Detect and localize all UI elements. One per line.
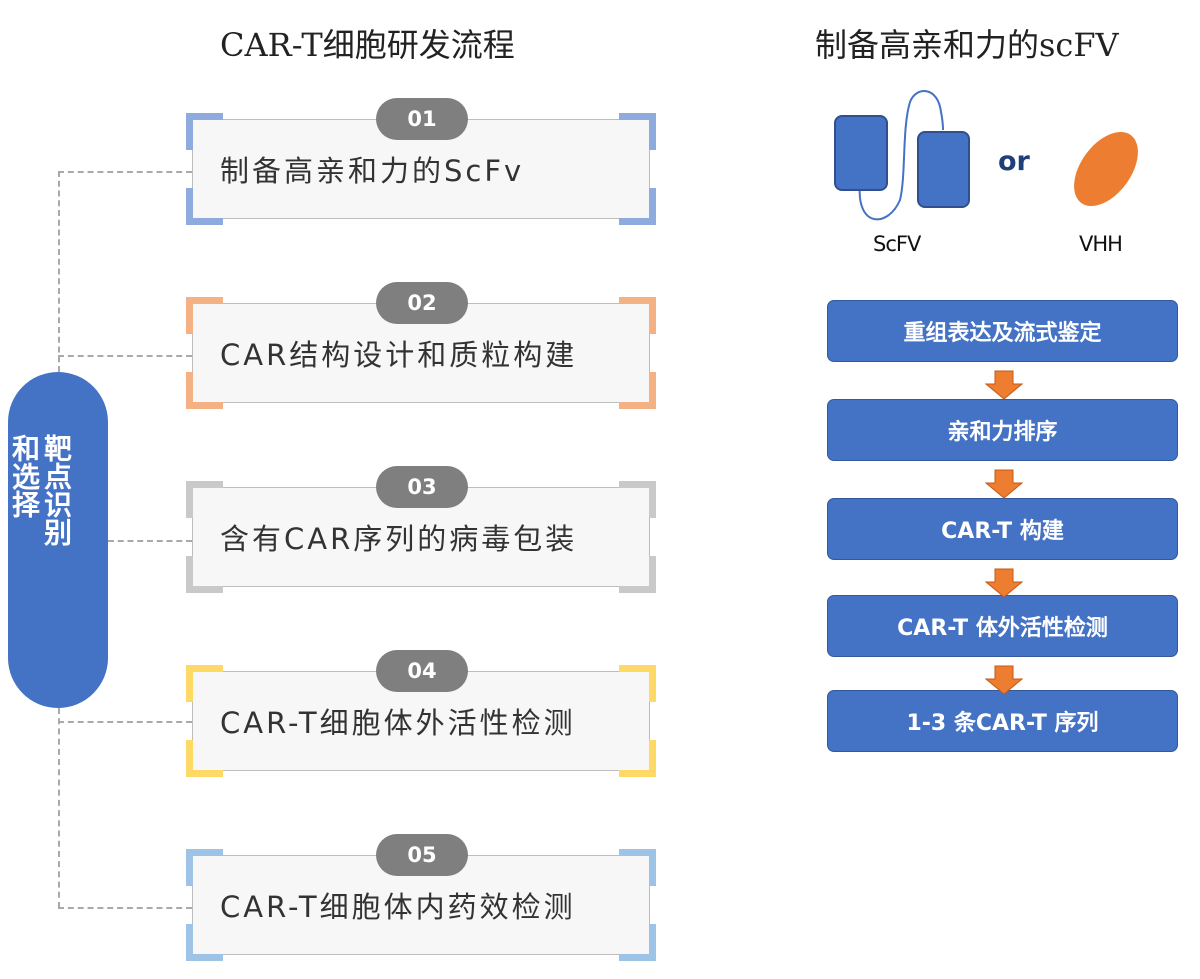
step-corner-bracket-bl xyxy=(186,924,223,961)
step-number-badge: 02 xyxy=(376,282,468,324)
down-arrow-icon xyxy=(985,469,1023,499)
step-label: CAR结构设计和质粒构建 xyxy=(220,338,578,372)
down-arrow-icon xyxy=(985,568,1023,598)
step-number-badge: 03 xyxy=(376,466,468,508)
down-arrow-icon xyxy=(985,665,1023,695)
workflow-step-5: 1-3 条CAR-T 序列 xyxy=(827,690,1178,752)
step-number-badge: 01 xyxy=(376,98,468,140)
step-label: 制备高亲和力的ScFv xyxy=(220,154,525,188)
workflow-step-1: 重组表达及流式鉴定 xyxy=(827,300,1178,362)
connector-step-03 xyxy=(108,540,192,542)
step-corner-bracket-tr xyxy=(619,481,656,518)
target-identification-pill xyxy=(8,372,108,708)
workflow-step-2: 亲和力排序 xyxy=(827,399,1178,461)
right-panel-title: 制备高亲和力的scFV xyxy=(815,26,1119,64)
step-corner-bracket-tl xyxy=(186,113,223,150)
scfv-domain-vl-icon xyxy=(834,115,888,191)
workflow-step-4: CAR-T 体外活性检测 xyxy=(827,595,1178,657)
step-corner-bracket-bl xyxy=(186,740,223,777)
step-corner-bracket-br xyxy=(619,924,656,961)
workflow-step-3: CAR-T 构建 xyxy=(827,498,1178,560)
scfv-domain-vh-icon xyxy=(917,131,970,208)
target-label-left-column: 和选择 xyxy=(8,434,41,518)
connector-step-02 xyxy=(58,355,192,357)
target-label-right-column: 靶点识别 xyxy=(40,434,73,546)
step-number-badge: 04 xyxy=(376,650,468,692)
left-panel-title: CAR-T细胞研发流程 xyxy=(220,26,515,64)
connector-step-05 xyxy=(58,907,192,909)
step-corner-bracket-tr xyxy=(619,113,656,150)
step-corner-bracket-tl xyxy=(186,481,223,518)
step-label: CAR-T细胞体内药效检测 xyxy=(220,890,576,924)
scfv-label: ScFV xyxy=(873,232,921,256)
step-label: CAR-T细胞体外活性检测 xyxy=(220,706,576,740)
step-corner-bracket-br xyxy=(619,740,656,777)
connector-step-04 xyxy=(58,721,192,723)
connector-vertical-bottom xyxy=(58,708,60,908)
down-arrow-icon xyxy=(985,370,1023,400)
connector-step-01 xyxy=(58,171,192,173)
step-corner-bracket-br xyxy=(619,188,656,225)
vhh-molecule-icon xyxy=(1061,120,1151,218)
step-corner-bracket-tr xyxy=(619,849,656,886)
step-number-badge: 05 xyxy=(376,834,468,876)
step-corner-bracket-tr xyxy=(619,297,656,334)
step-corner-bracket-tl xyxy=(186,849,223,886)
step-corner-bracket-bl xyxy=(186,556,223,593)
step-label: 含有CAR序列的病毒包装 xyxy=(220,522,578,556)
connector-vertical-top xyxy=(58,171,60,372)
step-corner-bracket-br xyxy=(619,556,656,593)
step-corner-bracket-tl xyxy=(186,297,223,334)
step-card-3: 含有CAR序列的病毒包装 xyxy=(186,481,656,593)
step-corner-bracket-bl xyxy=(186,372,223,409)
scfv-linker-icon xyxy=(858,90,944,221)
or-text: or xyxy=(998,146,1030,177)
step-corner-bracket-tl xyxy=(186,665,223,702)
step-corner-bracket-bl xyxy=(186,188,223,225)
step-corner-bracket-tr xyxy=(619,665,656,702)
step-corner-bracket-br xyxy=(619,372,656,409)
vhh-label: VHH xyxy=(1079,232,1123,256)
